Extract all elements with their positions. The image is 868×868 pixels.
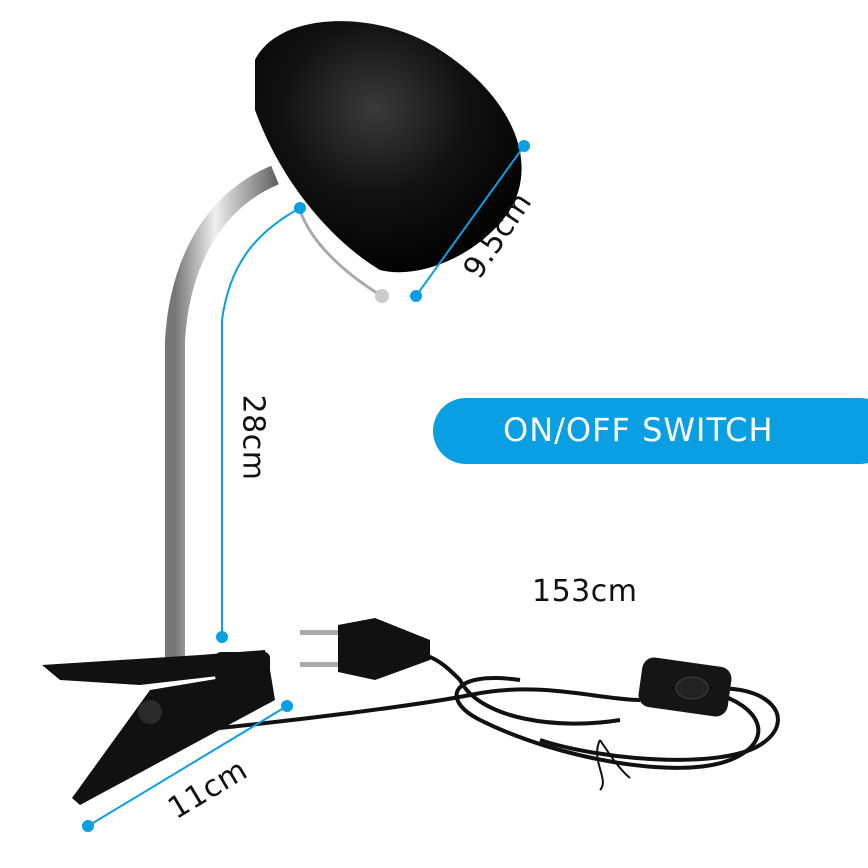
height-label: 28cm [235,394,271,481]
switch-banner-text: ON/OFF SWITCH [503,411,774,449]
switch-banner: ON/OFF SWITCH [433,398,868,464]
gooseneck [165,165,280,660]
plug [300,618,430,680]
shade-handle [298,209,381,297]
cord-length-label: 153cm [532,574,638,609]
clip-base [42,650,275,805]
inline-switch [638,657,732,717]
dimension-lines [82,140,530,832]
lamp-shade [255,21,522,273]
